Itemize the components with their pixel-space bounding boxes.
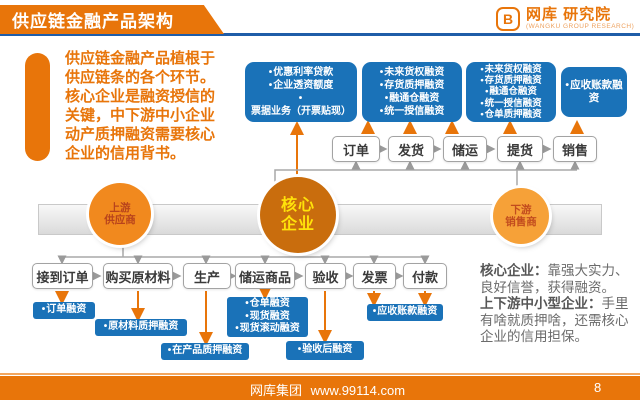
page-title: 供应链金融产品架构 bbox=[12, 12, 174, 31]
label-text: 现货滚动融资 bbox=[231, 323, 304, 336]
finance-item: 存货质押融资 bbox=[380, 79, 444, 92]
notes-core-label: 核心企业： bbox=[480, 263, 548, 278]
label-wip-pledge: 在产品质押融资 bbox=[161, 343, 249, 360]
label-text: 订单融资 bbox=[37, 304, 91, 317]
finance-box-logistics-2: 未来货权融资 存货质押融资 融通仓融资 统一授信融资 仓单质押融资 bbox=[466, 62, 556, 122]
actor-downstream-seller: 下游 销售商 bbox=[493, 188, 549, 244]
flow-step-payment: 付款 bbox=[403, 263, 447, 289]
finance-box-logistics-1: 未来货权融资 存货质押融资 融通仓融资 统一授信融资 bbox=[362, 62, 462, 122]
notes-core-text: 靠强大实力、良好信誉，获得融资。 bbox=[480, 263, 629, 295]
label-order-financing: 订单融资 bbox=[33, 302, 95, 319]
label-warehouse-financing: 仓单融资 现货融资 现货滚动融资 bbox=[227, 297, 308, 337]
label-receivable-financing: 应收账款融资 bbox=[367, 304, 443, 321]
flow-step-order: 订单 bbox=[332, 136, 380, 162]
logo-icon: B bbox=[496, 7, 520, 31]
header-banner: 供应链金融产品架构 bbox=[0, 5, 224, 34]
footer-company: 网库集团 bbox=[250, 383, 303, 398]
finance-item: 融通仓融资 bbox=[385, 92, 439, 105]
notes-sme-label: 上下游中小型企业： bbox=[480, 296, 602, 311]
actor-label: 下游 bbox=[510, 203, 532, 216]
logo-brand: 网库 研究院 bbox=[526, 6, 612, 23]
actor-label: 企业 bbox=[280, 216, 315, 233]
flow-step-sales: 销售 bbox=[553, 136, 597, 162]
flow-step-storage: 储运 bbox=[443, 136, 487, 162]
intro-text: 供应链金融产品植根于供应链条的各个环节。核心企业是融资授信的关键，中下游中小企业… bbox=[65, 50, 216, 162]
flow-step-buy-materials: 购买原材料 bbox=[103, 263, 173, 289]
finance-item: 企业透资额度 bbox=[269, 79, 333, 92]
finance-item: 应收账款融资 bbox=[565, 79, 623, 105]
finance-item: 未来货权融资 bbox=[380, 66, 444, 79]
page-number: 8 bbox=[594, 380, 602, 395]
flow-step-ship: 发货 bbox=[388, 136, 434, 162]
notes-block: 核心企业：靠强大实力、良好信誉，获得融资。 上下游中小型企业：手里有啥就质押啥，… bbox=[480, 263, 638, 346]
footer-bar bbox=[0, 376, 640, 400]
finance-item: 统一授信融资 bbox=[380, 105, 444, 118]
label-post-acceptance-financing: 验收后融资 bbox=[286, 341, 364, 360]
label-text: 验收后融资 bbox=[290, 344, 360, 357]
actor-core-enterprise: 核心 企业 bbox=[260, 177, 336, 253]
flow-step-store-goods: 储运商品 bbox=[235, 263, 295, 289]
actor-upstream-supplier: 上游 供应商 bbox=[89, 183, 151, 245]
header-divider bbox=[0, 33, 640, 36]
label-text: 现货融资 bbox=[231, 311, 304, 324]
label-text: 仓单融资 bbox=[231, 298, 304, 311]
actor-label: 核心 bbox=[280, 197, 315, 214]
intro-accent-bar bbox=[25, 53, 50, 161]
flow-step-production: 生产 bbox=[183, 263, 231, 289]
label-text: 在产品质押融资 bbox=[165, 345, 245, 358]
logo-text-block: 网库 研究院 (WANGKU GROUP RESEARCH) bbox=[526, 6, 635, 31]
flow-step-acceptance: 验收 bbox=[305, 263, 346, 289]
flow-step-receive-order: 接到订单 bbox=[32, 263, 93, 289]
actor-label: 上游 bbox=[109, 201, 131, 214]
finance-item: 优惠利率贷款 bbox=[269, 66, 333, 79]
label-text: 应收账款融资 bbox=[371, 306, 439, 319]
notes-sme-text: 手里有啥就质押啥，还需核心企业的信用担保。 bbox=[480, 296, 629, 344]
finance-item: 统一授信融资 bbox=[480, 98, 542, 109]
actor-label: 销售商 bbox=[505, 216, 537, 228]
logo: B 网库 研究院 (WANGKU GROUP RESEARCH) bbox=[496, 7, 634, 31]
footer-company-url: 网库集团 www.99114.com bbox=[250, 380, 405, 399]
finance-item: 未来货权融资 bbox=[480, 64, 542, 75]
finance-box-core: 优惠利率贷款 企业透资额度 票据业务（开票贴现） bbox=[245, 62, 357, 122]
finance-item: 存货质押融资 bbox=[480, 75, 542, 86]
label-text: 原材料质押融资 bbox=[99, 321, 183, 334]
footer-url: www.99114.com bbox=[310, 383, 406, 398]
finance-item: 仓单质押融资 bbox=[480, 109, 542, 120]
footer-accent-line bbox=[0, 373, 640, 375]
finance-item: 融通仓融资 bbox=[485, 86, 537, 97]
logo-subtitle: (WANGKU GROUP RESEARCH) bbox=[526, 23, 635, 30]
flow-step-invoice: 发票 bbox=[353, 263, 396, 289]
actor-label: 供应商 bbox=[104, 214, 136, 226]
flow-step-pickup: 提货 bbox=[497, 136, 543, 162]
label-raw-material-pledge: 原材料质押融资 bbox=[95, 319, 187, 336]
finance-box-receivable: 应收账款融资 bbox=[561, 67, 627, 117]
finance-item: 票据业务（开票贴现） bbox=[249, 92, 353, 118]
